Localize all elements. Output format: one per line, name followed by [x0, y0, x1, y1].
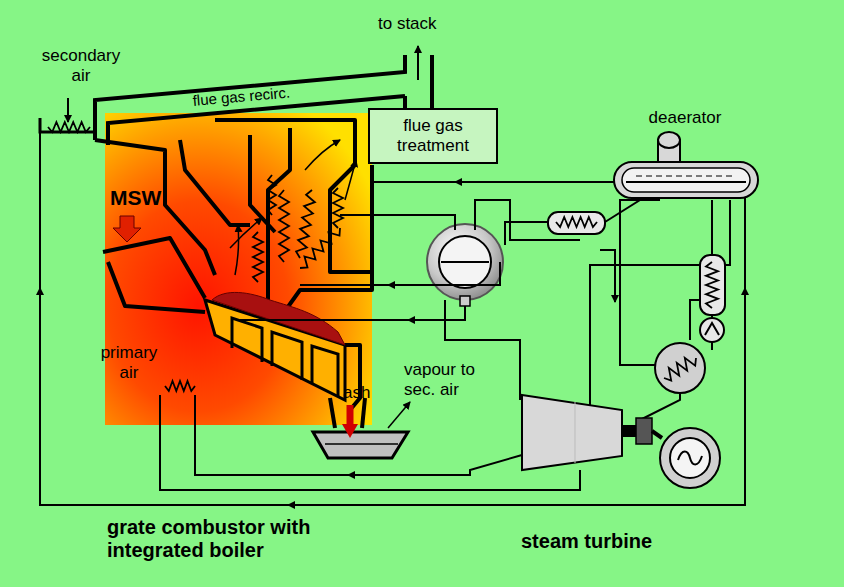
steam-turbine: [522, 395, 662, 470]
coil: [48, 122, 90, 132]
recirc-label: flue gas recirc.: [192, 83, 291, 109]
coil: [165, 381, 195, 391]
feedwater-heaters: [548, 212, 725, 315]
stack-arrow: [417, 46, 419, 80]
secondary-air-arrow: [67, 98, 69, 122]
grate: [205, 292, 345, 400]
deaerator-tank: deaerator: [606, 104, 768, 204]
waste-label: MSW: [110, 186, 161, 210]
vapour-label: vapour to sec. air: [404, 360, 502, 399]
stack-label: to stack: [378, 14, 437, 34]
vapour-arrow: [388, 402, 410, 428]
coil: [556, 217, 597, 227]
condenser: [655, 343, 705, 393]
tank-name: deaerator: [590, 108, 780, 128]
coil: [300, 228, 340, 268]
ash-trough: [313, 432, 408, 458]
msw-arrow: [113, 216, 141, 242]
combustion-zone: [105, 113, 372, 425]
treatment-box: flue gas treatment: [368, 108, 498, 164]
section-title: steam turbine: [521, 530, 652, 553]
flow-arrows: [40, 182, 745, 505]
generator: [660, 428, 720, 488]
coil: [268, 175, 276, 215]
coil: [664, 358, 696, 381]
air-label: primary air: [94, 343, 164, 382]
coil: [279, 190, 289, 262]
coil: [706, 262, 718, 308]
steam-drum: [427, 224, 503, 306]
coil: [333, 188, 343, 228]
gas-flow-arrows: [230, 140, 356, 275]
air-label: secondary air: [36, 46, 126, 85]
boiler-walls: [95, 120, 372, 428]
ash-arrow-head: [342, 424, 358, 438]
box-text: flue gas treatment: [378, 116, 488, 155]
ash-label: ash: [343, 383, 370, 403]
section-title: grate combustor with integrated boiler: [107, 516, 317, 562]
burning-waste: [212, 292, 345, 345]
coil: [253, 232, 263, 282]
